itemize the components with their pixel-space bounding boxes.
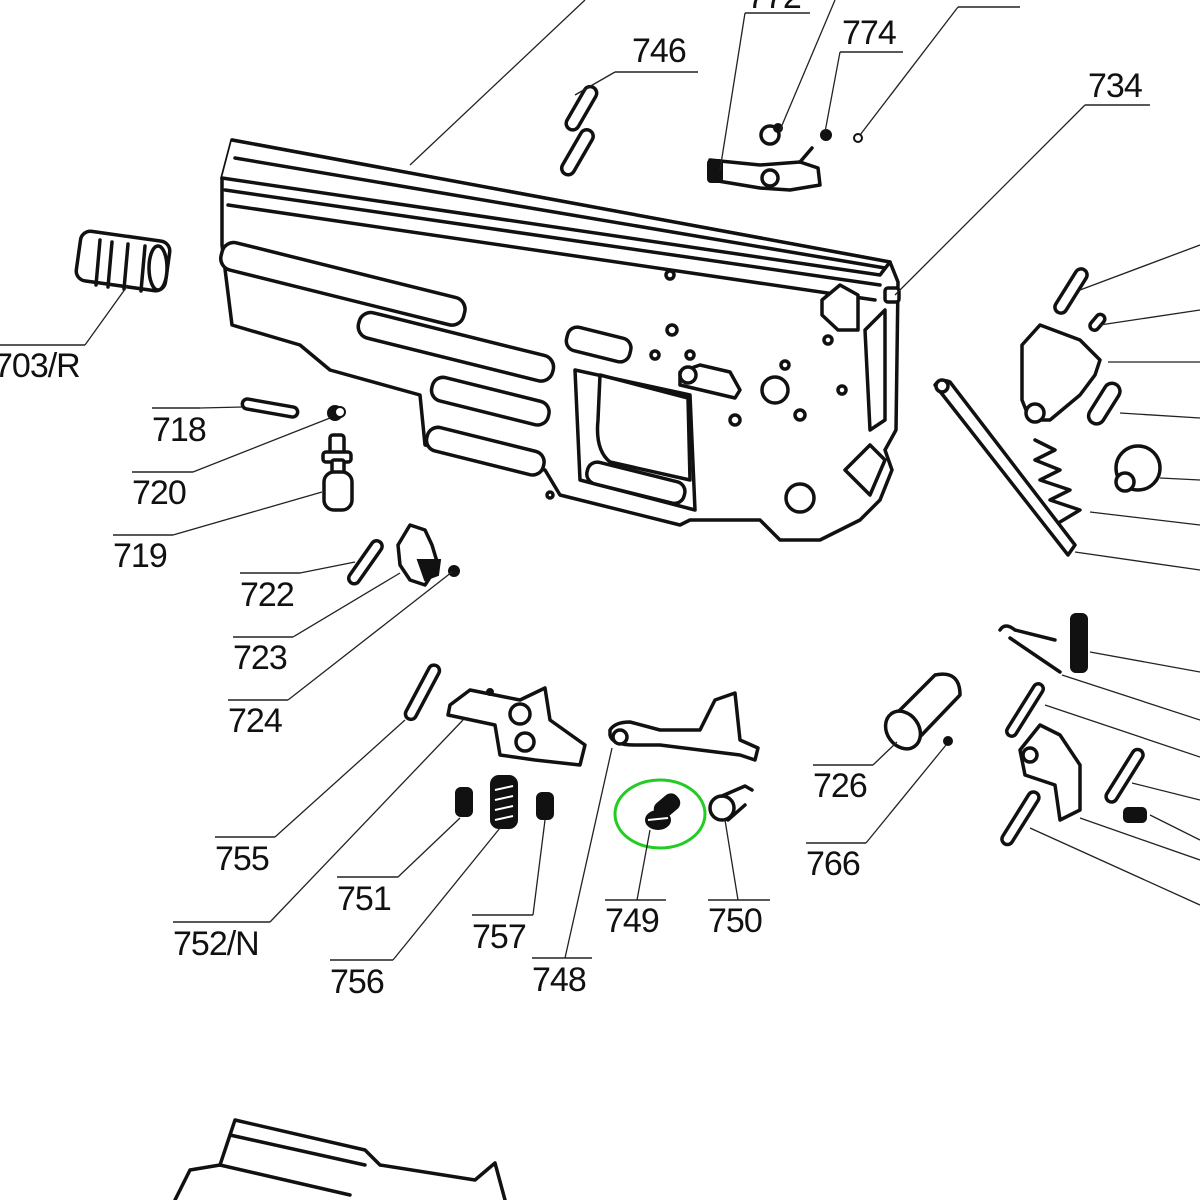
part-774-ball[interactable] (820, 129, 832, 141)
receiver-body[interactable] (218, 138, 901, 542)
part-755-pin[interactable] (403, 663, 442, 722)
label-757: 757 (472, 918, 526, 956)
part-724-ball[interactable] (448, 565, 460, 577)
part-757-spring[interactable] (536, 792, 554, 820)
part-703R-bushing[interactable] (74, 229, 172, 293)
label-749: 749 (605, 902, 659, 940)
label-750: 750 (708, 902, 762, 940)
label-751: 751 (337, 880, 391, 918)
label-756: 756 (330, 963, 384, 1001)
label-723: 723 (233, 639, 287, 677)
part-752N-trigger[interactable] (446, 686, 587, 767)
label-726: 726 (813, 767, 867, 805)
part-748-sear-bar[interactable] (608, 691, 760, 762)
part-772-lever[interactable] (707, 146, 822, 192)
label-766: 766 (806, 845, 860, 883)
part-720-clip[interactable] (327, 405, 346, 421)
label-774: 774 (842, 14, 896, 52)
label-734: 734 (1088, 67, 1142, 105)
part-773-screw[interactable] (759, 123, 783, 146)
right-parts-upper[interactable] (933, 267, 1162, 557)
label-703R: 703/R (0, 347, 80, 385)
part-722-pin[interactable] (346, 539, 385, 586)
part-719-plunger[interactable] (321, 433, 354, 512)
label-755: 755 (215, 840, 269, 878)
label-724: 724 (228, 702, 282, 740)
label-719: 719 (113, 537, 167, 575)
label-718: 718 (152, 411, 206, 449)
part-756-spring[interactable] (490, 775, 518, 829)
bottom-housing-part[interactable] (173, 1118, 507, 1200)
part-726-cylinder[interactable] (878, 672, 962, 755)
part-766-ball[interactable] (943, 736, 953, 746)
right-parts-lower[interactable] (998, 613, 1147, 847)
highlight-circle (613, 778, 707, 850)
leader-lines (0, 0, 1200, 961)
label-720: 720 (132, 474, 186, 512)
part-750-spring[interactable] (708, 784, 754, 822)
label-722: 722 (240, 576, 294, 614)
part-723-cam[interactable] (396, 523, 442, 587)
part-746-pins[interactable] (559, 84, 599, 177)
label-746: 746 (632, 32, 686, 70)
part-751-spring[interactable] (455, 787, 473, 817)
part-775-ball[interactable] (853, 133, 863, 143)
part-718-pin[interactable] (240, 397, 300, 419)
label-752N: 752/N (173, 925, 259, 963)
callout-labels: 772 774 746 734 703/R 718 720 719 722 72… (0, 0, 1143, 1001)
part-749-screw[interactable] (645, 792, 682, 830)
label-748: 748 (532, 961, 586, 999)
label-772: 772 (747, 0, 801, 16)
